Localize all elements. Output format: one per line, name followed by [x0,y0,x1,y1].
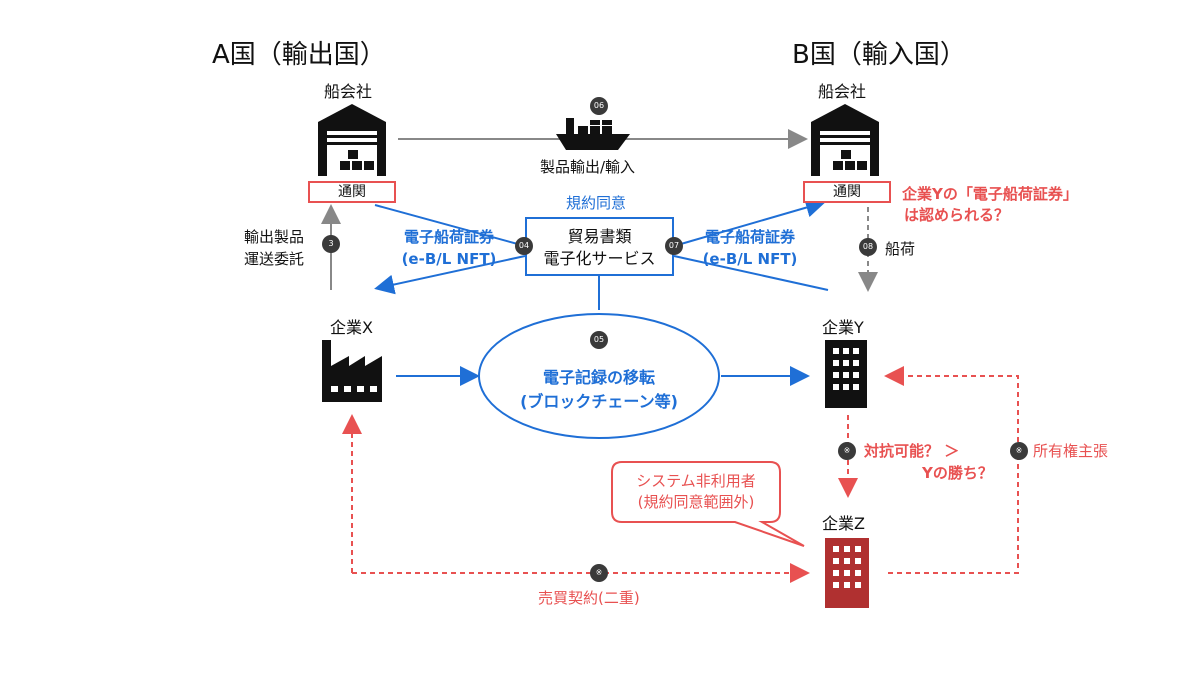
note-badge-oppose: ※ [838,442,856,460]
shipping-company-b-label: 船会社 [818,82,867,101]
question-line-1: 企業Yの「電子船荷証券」 [902,185,1078,203]
company-y-label: 企業Y [822,318,864,337]
building-icon-y [825,340,867,408]
warehouse-icon-a [318,104,386,176]
ellipse-line-2: (ブロックチェーン等) [520,392,678,411]
badge-08: 08 [859,238,877,256]
factory-icon [322,340,382,402]
oppose-line-1: 対抗可能？ ＞ [864,442,960,460]
note-badge-sale: ※ [590,564,608,582]
badge-04: 04 [515,237,533,255]
question-line-2: は認められる？ [904,206,1010,224]
ownership-label: 所有権主張 [1033,442,1109,460]
trade-service-box: 貿易書類 電子化サービス [525,217,674,276]
ownership-claim-arrow [884,366,1019,574]
warehouse-icon-b [811,104,879,176]
consign-label: 輸出製品 運送委託 [244,226,304,270]
question-label: 企業Yの「電子船荷証券」 は認められる？ [902,184,1078,226]
ebl-right-line-2: (e-B/L NFT) [702,250,798,268]
ebl-left-label: 電子船荷証券 (e-B/L NFT) [386,226,512,270]
service-line-1: 貿易書類 [567,227,632,246]
ship-transport-label: 製品輸出/輸入 [540,158,636,176]
service-to-y-line [673,255,829,291]
service-to-customs-b-arrow [673,197,826,247]
ellipse-text: 電子記録の移転 (ブロックチェーン等) [499,366,699,414]
callout-line-2: (規約同意範囲外) [637,493,755,511]
ebl-left-line-2: (e-B/L NFT) [401,250,497,268]
callout-text: システム非利用者 (規約同意範囲外) [614,471,778,513]
agreement-label: 規約同意 [566,194,627,212]
callout-bubble [611,461,805,547]
ebl-right-label: 電子船荷証券 (e-B/L NFT) [687,226,813,270]
service-line-2: 電子化サービス [543,249,656,268]
ebl-right-line-1: 電子船荷証券 [704,228,795,246]
ebl-left-line-1: 電子船荷証券 [403,228,494,246]
customs-a-to-service [374,204,526,247]
consign-line-1: 輸出製品 [244,228,305,246]
country-a-header: A国（輸出国） [212,40,386,70]
customs-a-box: 通関 [308,181,396,203]
opposability-label: 対抗可能？ ＞ Yの勝ち？ [864,440,993,484]
sale-contract-label: 売買契約(二重) [538,589,640,607]
building-icon-z [825,538,869,608]
badge-06: 06 [590,97,608,115]
service-to-x-arrow [374,255,526,295]
badge-05: 05 [590,331,608,349]
customs-b-box: 通関 [803,181,891,203]
ship-icon [556,118,630,150]
consign-line-2: 運送委託 [244,250,305,268]
ellipse-line-1: 電子記録の移転 [542,368,655,387]
callout-line-1: システム非利用者 [636,472,756,490]
note-badge-ownership: ※ [1010,442,1028,460]
oppose-line-2: Yの勝ち？ [922,464,993,482]
badge-07: 07 [665,237,683,255]
company-z-label: 企業Z [822,514,865,533]
cargo-label: 船荷 [885,240,916,258]
badge-3: 3 [322,235,340,253]
country-b-header: B国（輸入国） [792,40,966,70]
shipping-company-a-label: 船会社 [324,82,373,101]
company-x-label: 企業X [330,318,373,337]
